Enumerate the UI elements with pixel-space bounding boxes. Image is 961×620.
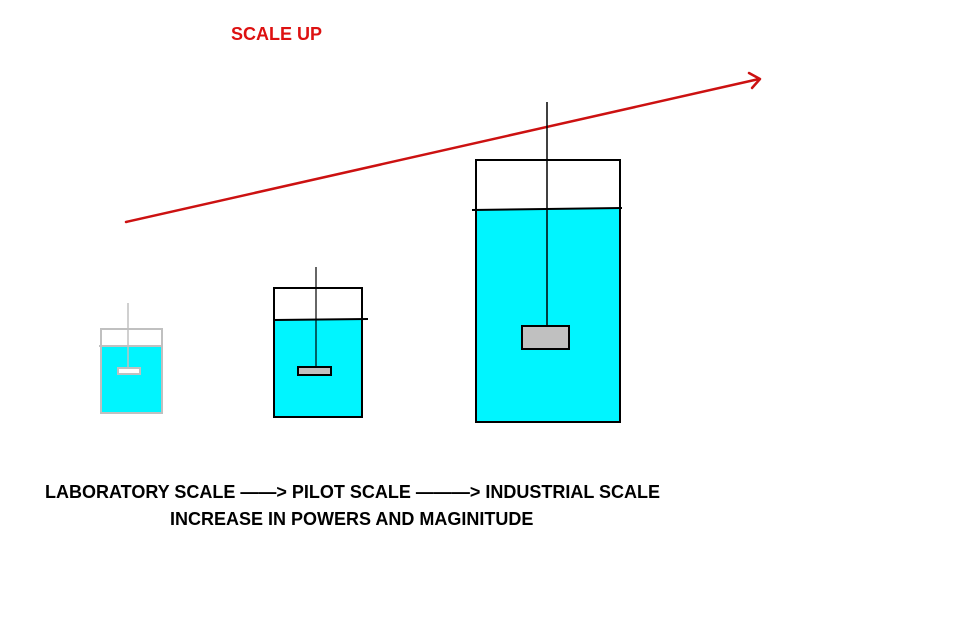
- scale-progression-text: LABORATORY SCALE ——> PILOT SCALE ———> IN…: [45, 482, 661, 502]
- lab-liquid: [102, 346, 162, 412]
- lab-vessel-outline: [100, 328, 163, 414]
- diagram-subtitle: INCREASE IN POWERS AND MAGINITUDE: [170, 509, 534, 529]
- industrial-vessel-icon: [471, 102, 623, 423]
- pilot-liquid-surface: [273, 318, 369, 321]
- trend-arrow-icon: [124, 71, 762, 224]
- diagram-title: SCALE UP: [231, 24, 323, 44]
- lab-impeller: [117, 367, 141, 375]
- pilot-vessel-outline: [273, 287, 363, 418]
- industrial-impeller: [521, 325, 570, 350]
- industrial-liquid: [476, 209, 620, 422]
- industrial-vessel-outline: [475, 159, 621, 423]
- pilot-vessel-icon: [273, 267, 369, 418]
- laboratory-vessel-icon: [99, 303, 163, 414]
- pilot-impeller: [297, 366, 332, 376]
